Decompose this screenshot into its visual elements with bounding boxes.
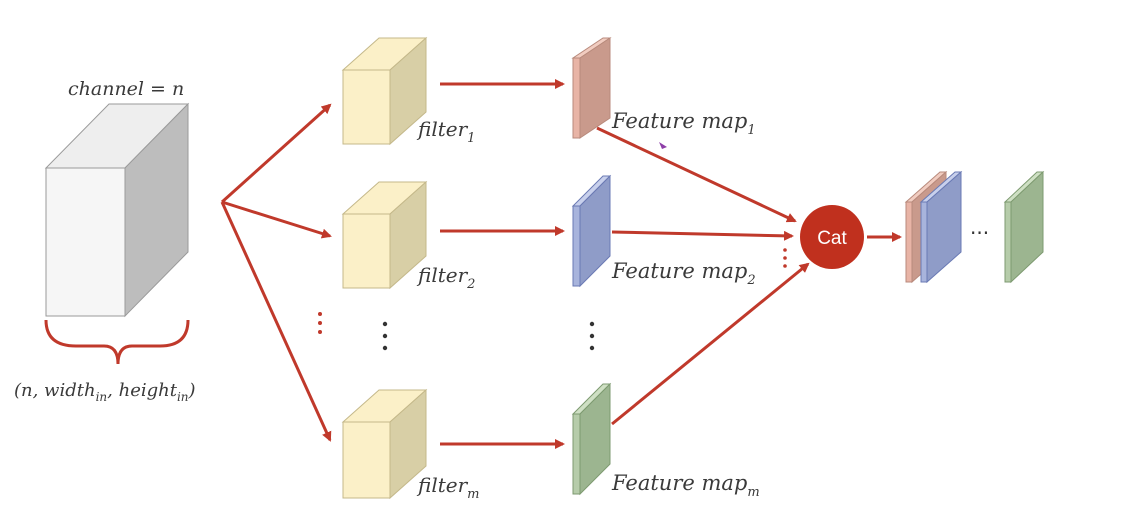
feature-map-label-2: Feature map2 bbox=[611, 259, 756, 288]
channel-label: channel = n bbox=[68, 78, 184, 100]
red-vertical-ellipsis-left bbox=[318, 312, 322, 334]
input-to-filter-arrows bbox=[220, 103, 332, 442]
arrow-input-to-filter-2 bbox=[221, 200, 332, 239]
filter-cube-1 bbox=[341, 36, 428, 146]
input-volume bbox=[44, 102, 190, 318]
filter-cube-2 bbox=[341, 180, 428, 290]
arrow-input-to-filter-1 bbox=[220, 103, 332, 204]
filter-vertical-ellipsis bbox=[382, 321, 388, 351]
output-slab-green bbox=[1003, 170, 1045, 284]
arrow-fmap-1-to-cat bbox=[596, 126, 797, 223]
arrow-fmap-m-to-cat bbox=[611, 262, 810, 426]
filter-label-2: filter2 bbox=[416, 263, 475, 292]
input-dimension-brace bbox=[44, 319, 190, 365]
cursor-mark bbox=[659, 142, 667, 149]
fmap-vertical-ellipsis bbox=[589, 321, 595, 351]
concat-label: Cat bbox=[817, 228, 847, 249]
feature-map-1 bbox=[571, 37, 612, 139]
red-vertical-ellipsis-cat bbox=[783, 248, 787, 268]
input-shape-label: (n, widthin, heightin) bbox=[14, 380, 196, 404]
output-slab-blue bbox=[919, 170, 963, 284]
filter-label-m: filterm bbox=[416, 473, 480, 502]
feature-map-label-1: Feature map1 bbox=[611, 109, 756, 138]
feature-map-2 bbox=[571, 174, 612, 288]
arrow-input-to-filter-m bbox=[220, 201, 332, 442]
filter-label-1: filter1 bbox=[416, 117, 475, 146]
filter-to-fmap-arrows bbox=[440, 79, 565, 449]
arrow-fmap-2-to-cat bbox=[611, 230, 794, 241]
concat-node: Cat bbox=[800, 205, 864, 269]
fmap-to-cat-arrows bbox=[596, 126, 810, 426]
output-ellipsis: ··· bbox=[970, 221, 989, 245]
feature-map-label-m: Feature mapm bbox=[611, 471, 760, 500]
filter-cube-m bbox=[341, 388, 428, 500]
feature-map-m bbox=[571, 382, 612, 496]
